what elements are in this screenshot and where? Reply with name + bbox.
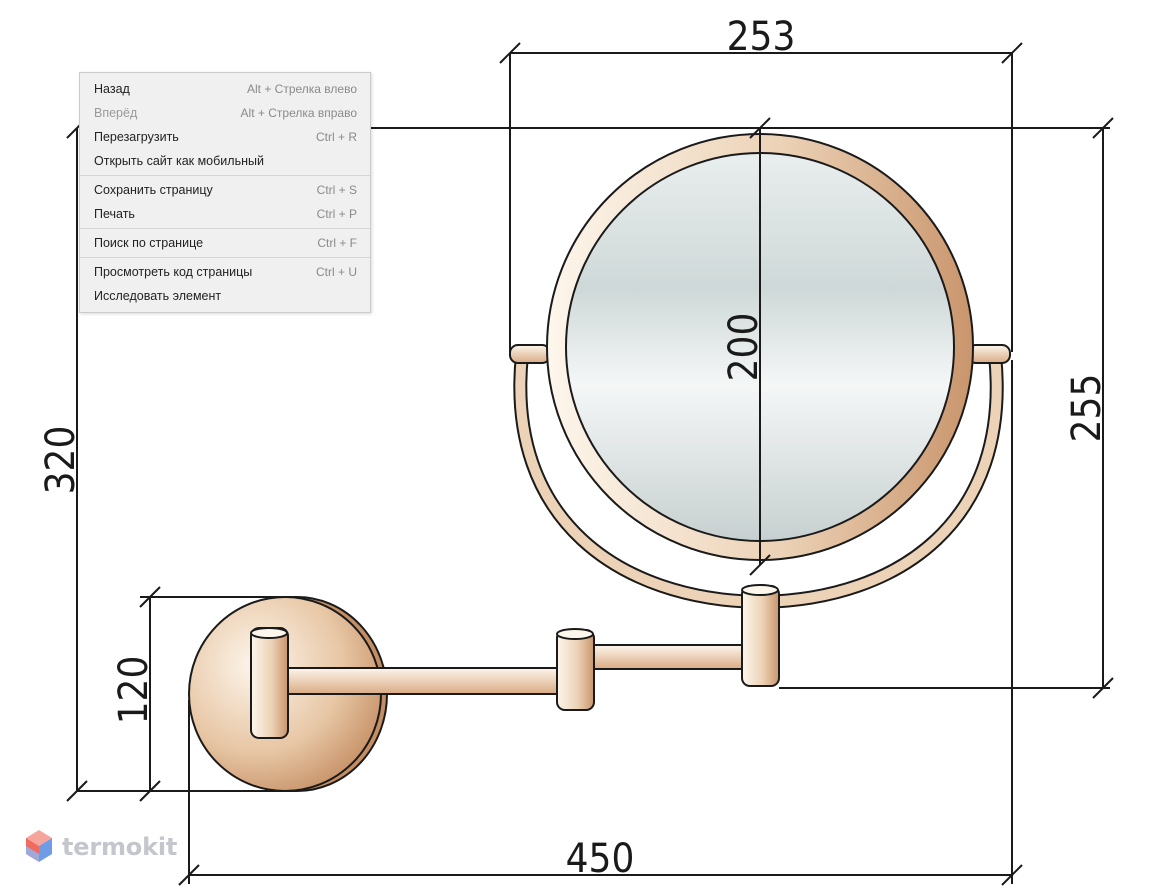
menu-item-open-mobile[interactable]: Открыть сайт как мобильный <box>80 149 370 173</box>
menu-item-shortcut: Ctrl + F <box>317 236 357 250</box>
menu-item-label: Поиск по странице <box>94 236 204 250</box>
menu-item-forward: Вперёд Alt + Стрелка вправо <box>80 101 370 125</box>
menu-separator <box>80 175 370 176</box>
left-pivot-pin <box>509 344 551 364</box>
menu-item-find[interactable]: Поиск по странице Ctrl + F <box>80 231 370 255</box>
menu-item-label: Назад <box>94 82 130 96</box>
dim-255-label: 255 <box>1064 374 1110 443</box>
menu-separator <box>80 257 370 258</box>
menu-item-reload[interactable]: Перезагрузить Ctrl + R <box>80 125 370 149</box>
menu-item-shortcut: Ctrl + P <box>316 207 357 221</box>
arm-segment-2 <box>575 644 761 670</box>
menu-item-inspect[interactable]: Исследовать элемент <box>80 284 370 308</box>
menu-item-label: Сохранить страницу <box>94 183 213 197</box>
mirror-stem <box>741 585 780 687</box>
menu-item-label: Вперёд <box>94 106 138 120</box>
cube-icon <box>26 830 52 862</box>
right-pivot-pin <box>967 344 1011 364</box>
menu-separator <box>80 228 370 229</box>
menu-item-print[interactable]: Печать Ctrl + P <box>80 202 370 226</box>
dim-200-label: 200 <box>721 313 767 382</box>
arm-segment-1 <box>269 667 577 695</box>
menu-item-label: Исследовать элемент <box>94 289 222 303</box>
menu-item-view-source[interactable]: Просмотреть код страницы Ctrl + U <box>80 260 370 284</box>
menu-item-shortcut: Ctrl + S <box>316 183 357 197</box>
menu-item-label: Открыть сайт как мобильный <box>94 154 264 168</box>
logo-text: termokit <box>62 833 178 861</box>
menu-item-save-page[interactable]: Сохранить страницу Ctrl + S <box>80 178 370 202</box>
dim-450-label: 450 <box>566 836 635 882</box>
arm-hinge <box>556 629 595 711</box>
dim-320-label: 320 <box>38 426 84 495</box>
menu-item-shortcut: Ctrl + R <box>315 130 357 144</box>
menu-item-shortcut: Ctrl + U <box>315 265 357 279</box>
dim-253-label: 253 <box>727 14 796 60</box>
menu-item-label: Печать <box>94 207 135 221</box>
base-post <box>250 627 289 739</box>
dim-120-label: 120 <box>111 656 157 725</box>
menu-item-shortcut: Alt + Стрелка влево <box>246 82 357 96</box>
menu-item-label: Просмотреть код страницы <box>94 265 253 279</box>
dimension-lines <box>66 42 1114 886</box>
menu-item-label: Перезагрузить <box>94 130 179 144</box>
menu-item-back[interactable]: Назад Alt + Стрелка влево <box>80 77 370 101</box>
menu-item-shortcut: Alt + Стрелка вправо <box>240 106 357 120</box>
termokit-logo: termokit <box>24 827 177 867</box>
